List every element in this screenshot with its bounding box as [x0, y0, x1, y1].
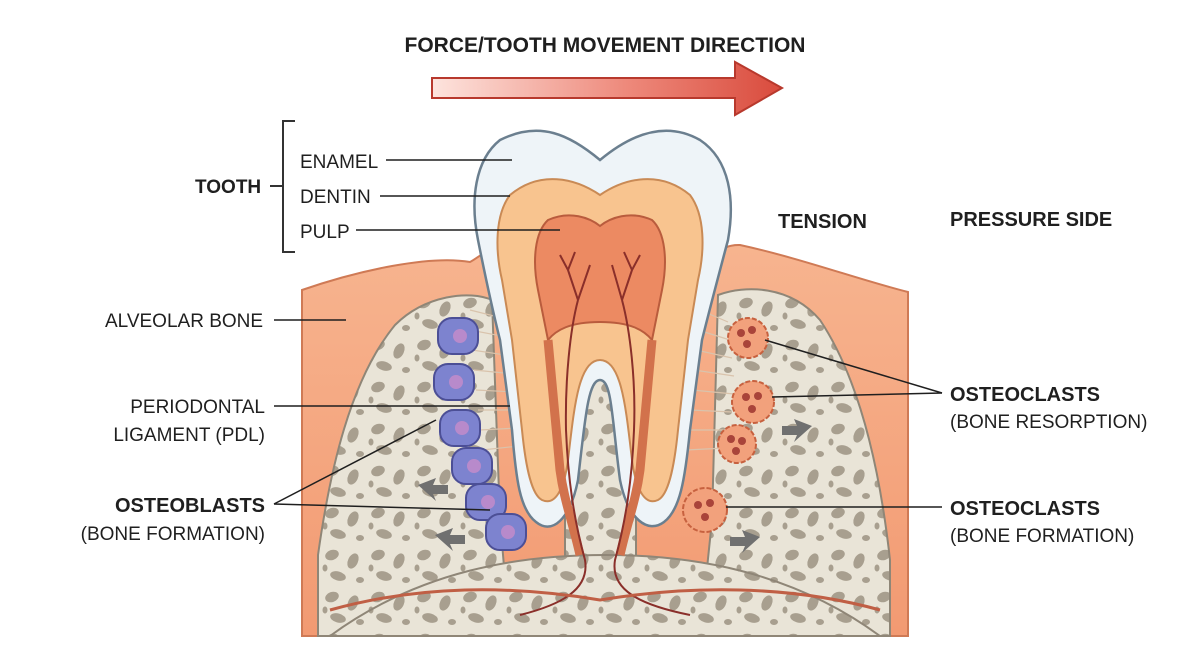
- periodontal-ligament: [469, 309, 735, 451]
- diagram-title: FORCE/TOOTH MOVEMENT DIRECTION: [405, 34, 806, 57]
- bone-tissue: [317, 288, 891, 637]
- osteoblast-cell: [439, 409, 481, 447]
- leader-lines: [273, 159, 943, 511]
- osteoclast-cell: [727, 317, 769, 359]
- tooth-bracket: [270, 120, 295, 253]
- tooth: [473, 129, 733, 557]
- label-pdl-line1: PERIODONTAL: [130, 397, 265, 418]
- label-tension: TENSION: [778, 211, 867, 233]
- label-pulp: PULP: [300, 222, 350, 243]
- pulp-chamber: [534, 214, 666, 343]
- osteoblast-cell: [433, 363, 475, 401]
- label-enamel: ENAMEL: [300, 152, 378, 173]
- label-pdl-line2: LIGAMENT (PDL): [113, 425, 265, 446]
- force-arrow-icon: [431, 60, 785, 117]
- osteoblasts-group: [433, 317, 527, 551]
- osteoclast-cell: [731, 380, 775, 424]
- label-osteoblasts: OSTEOBLASTS: [115, 495, 265, 517]
- label-tooth: TOOTH: [195, 177, 261, 198]
- osteoclast-cell: [717, 424, 757, 464]
- osteoclasts-group: [682, 317, 775, 533]
- movement-arrow-icon: [418, 419, 812, 553]
- label-osteoclasts-formation: OSTEOCLASTS: [950, 498, 1100, 520]
- osteoclast-cell: [682, 487, 728, 533]
- osteoblast-cell: [465, 483, 507, 521]
- label-osteoblasts-sub: (BONE FORMATION): [81, 524, 265, 545]
- osteoblast-cell: [437, 317, 479, 355]
- label-osteoclasts-resorption-sub: (BONE RESORPTION): [950, 412, 1147, 433]
- label-osteoclasts-resorption: OSTEOCLASTS: [950, 384, 1100, 406]
- label-pressure-side: PRESSURE SIDE: [950, 209, 1112, 231]
- nerve-vessels: [329, 251, 881, 616]
- osteoblast-cell: [451, 447, 493, 485]
- label-osteoclasts-formation-sub: (BONE FORMATION): [950, 526, 1134, 547]
- label-dentin: DENTIN: [300, 187, 371, 208]
- root-canals: [543, 339, 657, 557]
- label-alveolar-bone: ALVEOLAR BONE: [105, 311, 263, 332]
- osteoblast-cell: [485, 513, 527, 551]
